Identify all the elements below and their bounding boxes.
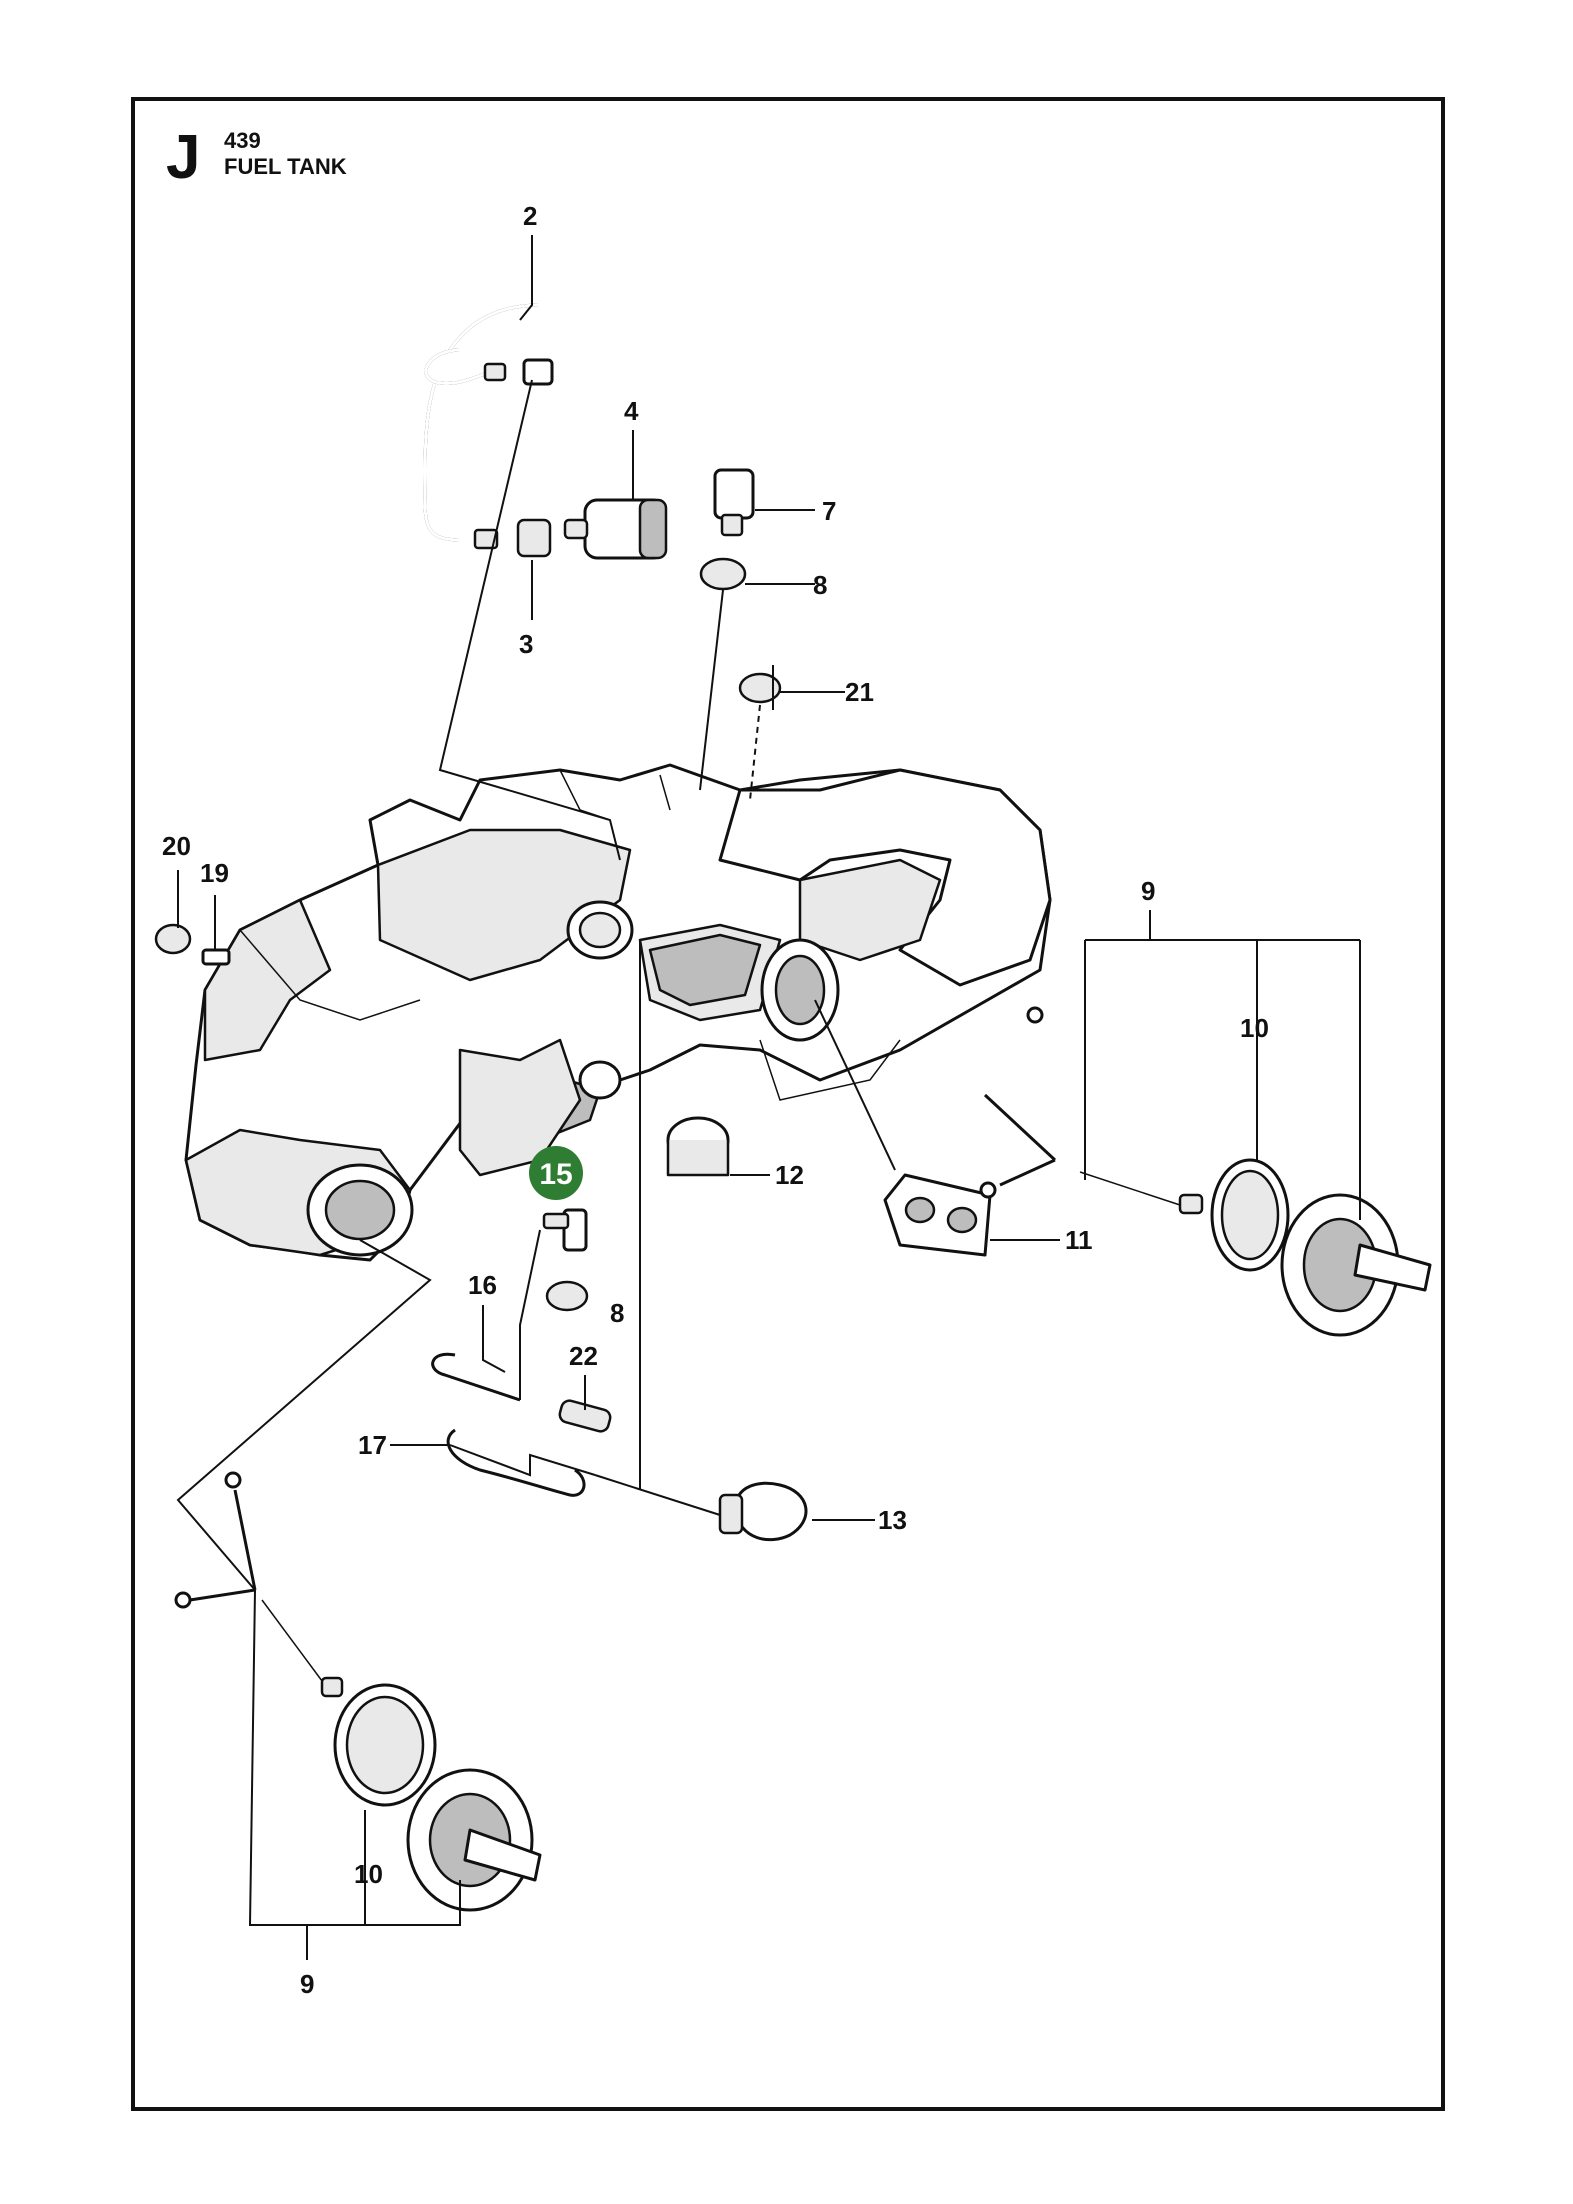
part-hose-17 (446, 1428, 586, 1497)
part-sleeve (516, 518, 552, 558)
part-grommet-lower (545, 1280, 589, 1312)
model-number: 439 (224, 128, 261, 153)
part-grommet (699, 557, 747, 591)
section-letter: J (166, 123, 200, 192)
highlight-badge[interactable]: 15 (529, 1146, 583, 1200)
part-fuel-cap-left (174, 1471, 542, 1912)
callout-21: 21 (845, 677, 874, 707)
callout-8: 8 (813, 570, 827, 600)
callout-2: 2 (523, 201, 537, 231)
part-hose-16 (431, 1352, 521, 1402)
part-elbow-fitting (542, 1208, 588, 1252)
callout-12: 12 (775, 1160, 804, 1190)
part-screw (201, 948, 231, 966)
callout-11: 11 (1065, 1225, 1093, 1255)
part-primer-bulb (718, 1481, 808, 1542)
fuel-tank-body (184, 763, 1052, 1262)
part-bushing (738, 672, 782, 704)
part-fuel-hose (423, 303, 554, 550)
callout-7: 7 (822, 496, 836, 526)
part-sleeve-22 (558, 1399, 612, 1433)
part-cap (154, 923, 192, 955)
part-fuel-filter (563, 498, 668, 560)
diagram-frame (131, 97, 1445, 2111)
section-title: FUEL TANK (224, 154, 347, 179)
callout-16: 16 (468, 1270, 497, 1300)
callout-4: 4 (624, 396, 639, 426)
callout-20: 20 (162, 831, 191, 861)
callout-9-left: 9 (300, 1969, 314, 1999)
part-valve (713, 468, 755, 537)
leader-lines (176, 235, 1361, 1960)
callout-17: 17 (358, 1430, 387, 1460)
callout-19: 19 (200, 858, 229, 888)
callout-10-left: 10 (354, 1859, 383, 1889)
callout-22: 22 (569, 1341, 598, 1371)
highlight-badge-label: 15 (539, 1158, 572, 1191)
callout-8-lower: 8 (610, 1298, 624, 1328)
part-grommet-large (666, 1116, 730, 1177)
part-bracket (883, 1173, 992, 1257)
callout-3: 3 (519, 629, 533, 659)
callout-10-right: 10 (1240, 1013, 1269, 1043)
part-fuel-cap-right (979, 1006, 1432, 1337)
callout-13: 13 (878, 1505, 907, 1535)
callout-9-right: 9 (1141, 876, 1155, 906)
